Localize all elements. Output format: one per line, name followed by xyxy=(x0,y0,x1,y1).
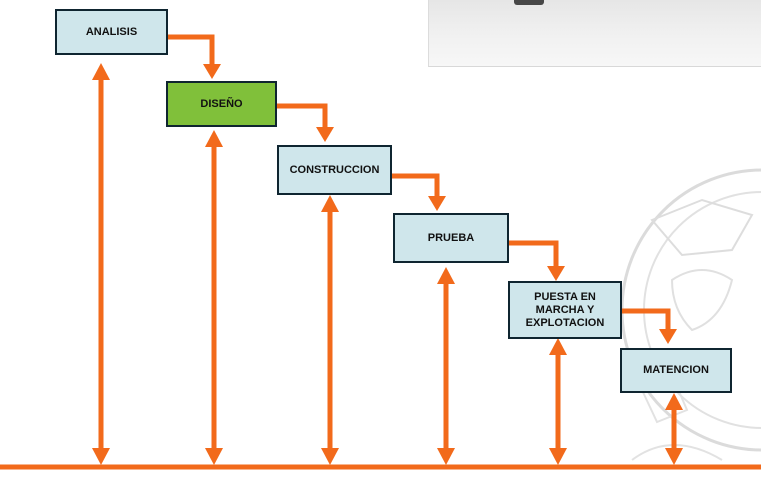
stage-diseno: DISEÑO xyxy=(166,81,277,127)
feedback-arrow xyxy=(98,78,677,450)
stage-connector xyxy=(168,34,671,333)
connector-arrowhead xyxy=(203,64,677,344)
photo-text-fragment xyxy=(514,0,544,5)
stage-construccion: CONSTRUCCION xyxy=(277,145,392,195)
stage-prueba: PRUEBA xyxy=(393,213,509,263)
stage-analisis: ANALISIS xyxy=(55,9,168,55)
stage-puesta-en-marcha: PUESTA EN MARCHA Y EXPLOTACION xyxy=(508,281,622,339)
feedback-arrowhead xyxy=(92,63,683,465)
stage-matencion: MATENCION xyxy=(620,348,732,393)
process-diagram xyxy=(0,34,761,470)
background-photo-fragment xyxy=(428,0,761,67)
